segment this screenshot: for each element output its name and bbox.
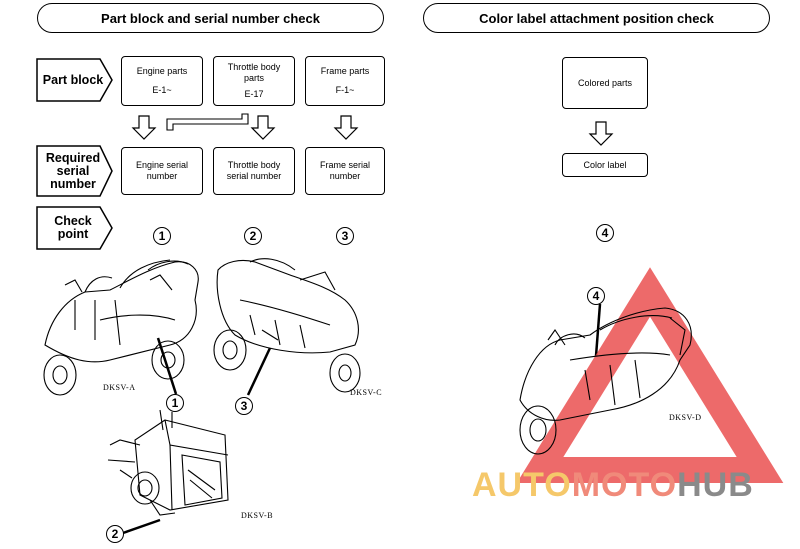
motorcycle-c-illustration: [213, 258, 361, 393]
engine-serial-line-2: number: [146, 171, 178, 181]
color-label-text: Color label: [583, 159, 627, 170]
watermark-hub: HUB: [677, 466, 754, 504]
engine-serial-box: Engine serial number: [121, 147, 203, 195]
left-panel-title: Part block and serial number check: [37, 3, 384, 33]
check-point-3-badge: 3: [336, 227, 354, 245]
throttle-serial-line-2: serial number: [226, 171, 282, 181]
engine-parts-box: Engine parts E-1~: [121, 56, 203, 106]
required-serial-line-3: number: [50, 176, 96, 191]
required-serial-line-2: serial: [56, 163, 90, 178]
required-serial-chevron: [36, 145, 113, 197]
watermark-auto: AUTO: [472, 466, 572, 504]
engine-serial-line-1: Engine serial: [135, 160, 189, 170]
watermark-logo: AUTOMOTOHUB: [472, 466, 754, 505]
figure-label-d: DKSV-D: [669, 413, 702, 422]
throttle-parts-code: E-17: [244, 89, 264, 99]
watermark-moto: MOTO: [571, 466, 678, 504]
engine-parts-name: Engine parts: [136, 66, 188, 76]
required-serial-label: Required serial number: [37, 146, 109, 196]
right-panel-title: Color label attachment position check: [423, 3, 770, 33]
frame-parts-name: Frame parts: [320, 66, 370, 76]
check-point-line-2: point: [57, 227, 89, 241]
check-point-label: Check point: [37, 207, 109, 249]
frame-parts-code: F-1~: [335, 85, 355, 95]
frame-parts-box: Frame parts F-1~: [305, 56, 385, 106]
callout-engine-badge: 1: [166, 394, 184, 412]
check-point-1-badge: 1: [153, 227, 171, 245]
frame-serial-line-2: number: [329, 171, 361, 181]
check-point-chevron: [36, 206, 113, 250]
part-block-label: Part block: [42, 72, 104, 87]
motorcycle-d-illustration: [519, 307, 692, 455]
throttle-route-arrow: [166, 113, 249, 131]
throttle-serial-line-1: Throttle body: [227, 160, 281, 170]
throttle-parts-name-2: parts: [243, 73, 264, 83]
check-point-4-badge: 4: [596, 224, 614, 242]
required-serial-line-1: Required: [45, 150, 101, 165]
figure-label-c: DKSV-C: [350, 388, 383, 397]
engine-parts-code: E-1~: [152, 85, 172, 95]
down-arrow-icons: [131, 115, 614, 146]
figure-label-a: DKSV-A: [103, 383, 136, 392]
check-point-line-1: Check: [54, 214, 92, 228]
frame-serial-line-1: Frame serial: [319, 160, 370, 170]
callout-color-label-badge: 4: [587, 287, 605, 305]
check-point-2-badge: 2: [244, 227, 262, 245]
throttle-body-illustration: [107, 409, 229, 516]
colored-parts-text: Colored parts: [577, 77, 633, 88]
throttle-body-parts-box: Throttle body parts E-17: [213, 56, 295, 106]
throttle-serial-box: Throttle body serial number: [213, 147, 295, 195]
figure-label-b: DKSV-B: [241, 511, 274, 520]
throttle-parts-name-1: Throttle body: [227, 62, 281, 72]
watermark-triangle-icon: [516, 267, 784, 483]
colored-parts-box: Colored parts: [562, 57, 648, 109]
part-block-chevron: [36, 58, 113, 102]
callout-throttle-badge: 2: [106, 525, 124, 543]
frame-serial-box: Frame serial number: [305, 147, 385, 195]
callout-frame-badge: 3: [235, 397, 253, 415]
motorcycle-a-illustration: [43, 259, 199, 396]
color-label-box: Color label: [562, 153, 648, 177]
